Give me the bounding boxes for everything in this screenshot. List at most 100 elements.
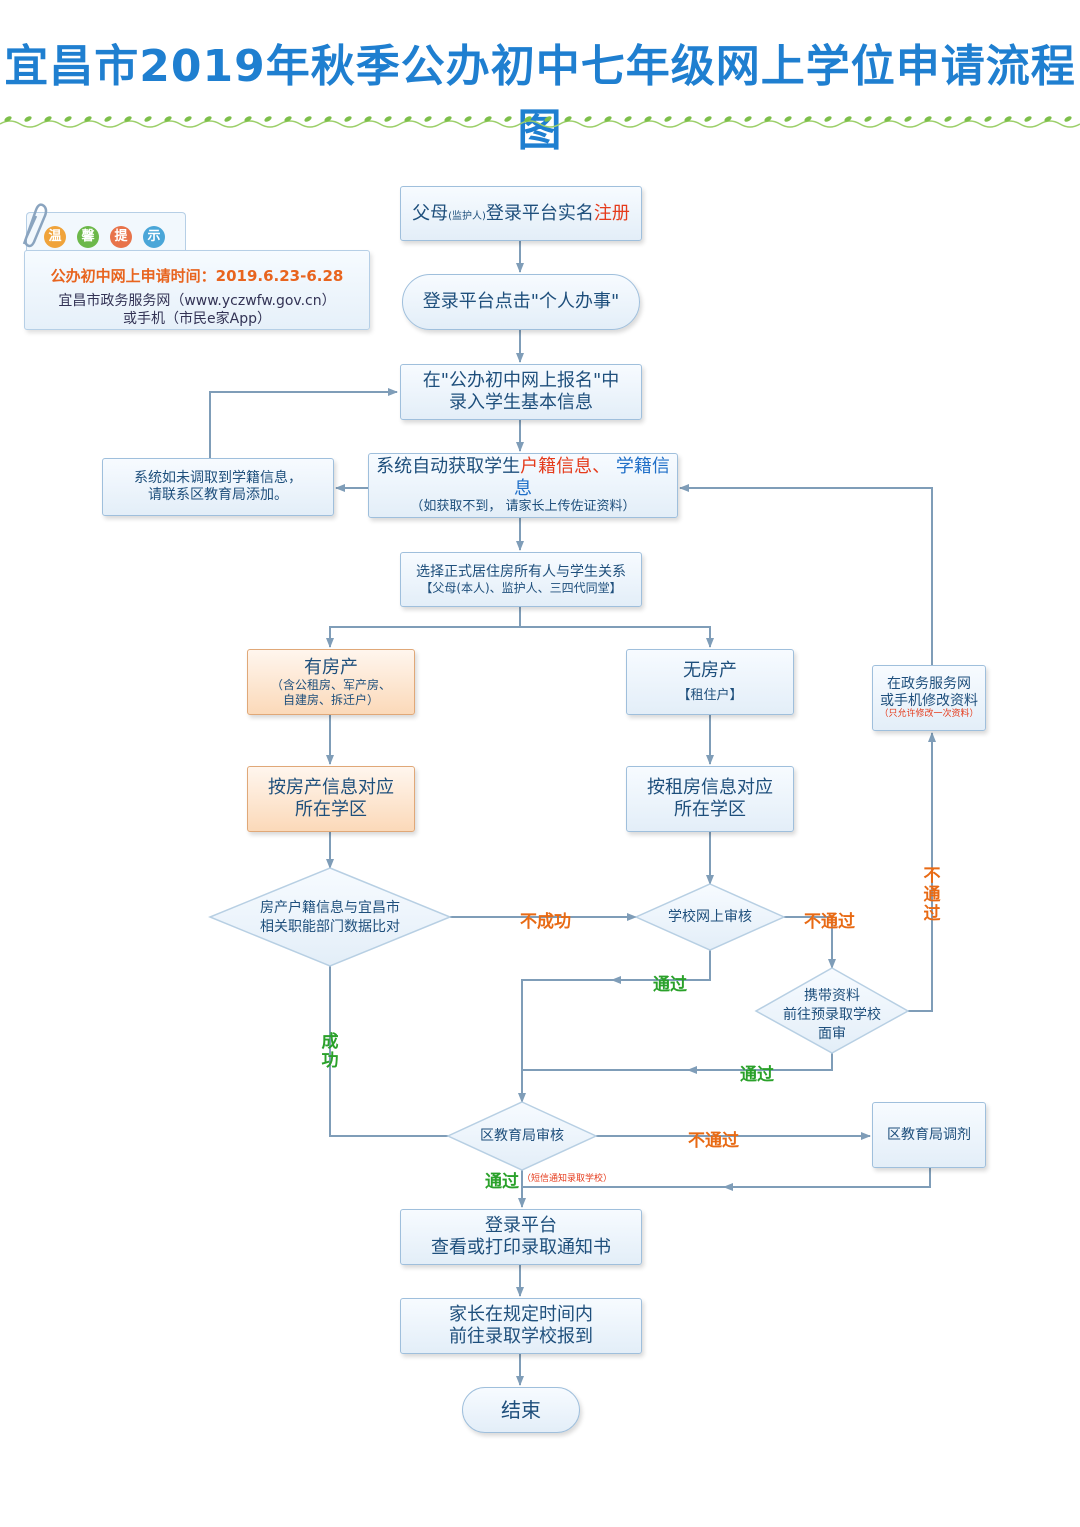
node-notice: 登录平台 查看或打印录取通知书 — [400, 1209, 642, 1265]
vine-leaf — [484, 116, 492, 122]
label-district-not-pass: 不通过 — [688, 1131, 739, 1151]
node-modify: 在政务服务网 或手机修改资料 （只允许修改一次资料） — [872, 665, 986, 731]
node-district-adjust: 区教育局调剂 — [872, 1102, 986, 1168]
edge-contact-enter — [209, 388, 398, 458]
vine-leaf — [164, 116, 172, 122]
label-interview-pass: 通过 — [740, 1065, 774, 1085]
tip-website: 宜昌市政务服务网（www.yczwfw.gov.cn） — [58, 293, 336, 309]
node-by-rent: 按租房信息对应 所在学区 — [626, 766, 794, 832]
vine-leaf — [1004, 116, 1012, 122]
vine-leaf — [544, 116, 552, 122]
vine-leaf — [944, 116, 952, 122]
tip-char-3: 提 — [110, 226, 132, 248]
vine-leaf — [884, 116, 892, 122]
vine-leaf — [1064, 116, 1072, 122]
vine-leaf — [364, 116, 372, 122]
vine-divider — [0, 116, 1080, 128]
node-has-house: 有房产 （含公租房、军产房、 自建房、拆迁户） — [247, 649, 415, 715]
vine-leaf — [4, 116, 12, 122]
diamond-school-review — [634, 883, 786, 951]
vine-leaf — [64, 116, 72, 122]
vine-leaf — [224, 116, 232, 122]
diamond-compare-text: 房产户籍信息与宜昌市 相关职能部门数据比对 — [260, 900, 400, 935]
vine-leaf — [624, 116, 632, 122]
label-interview-not-pass: 不通过 — [923, 866, 941, 924]
vine-leaf — [384, 116, 392, 122]
vine-leaf — [444, 116, 452, 122]
vine-leaf — [704, 116, 712, 122]
tip-char-4: 示 — [143, 226, 165, 248]
tip-char-1: 温 — [44, 226, 66, 248]
vine-leaf — [844, 116, 852, 122]
node-report: 家长在规定时间内 前往录取学校报到 — [400, 1298, 642, 1354]
edge-relation-split — [329, 607, 711, 646]
diamond-interview-text: 携带资料 前往预录取学校 面审 — [783, 988, 881, 1042]
diamond-district-review — [446, 1101, 598, 1171]
tip-time: 公办初中网上申请时间：2019.6.23-6.28 — [50, 267, 344, 285]
vine-leaf — [124, 116, 132, 122]
vine-leaf — [1044, 116, 1052, 122]
vine-leaf — [104, 116, 112, 122]
vine-leaf — [824, 116, 832, 122]
vine-leaf — [84, 116, 92, 122]
node-no-house: 无房产 【租住户】 — [626, 649, 794, 715]
vine-leaf — [924, 116, 932, 122]
vine-leaf — [404, 116, 412, 122]
vine-leaf — [184, 116, 192, 122]
label-school-not-pass: 不通过 — [804, 912, 855, 932]
vine-leaf — [984, 116, 992, 122]
vine-leaf — [344, 116, 352, 122]
vine-leaf — [44, 116, 52, 122]
vine-leaf — [264, 116, 272, 122]
diamond-school-text: 学校网上审核 — [668, 909, 752, 925]
vine-leaf — [244, 116, 252, 122]
vine-leaf — [424, 116, 432, 122]
vine-leaf — [524, 116, 532, 122]
tip-app: 或手机（市民e家App） — [123, 311, 271, 327]
node-register: 父母(监护人)登录平台实名注册 — [400, 186, 642, 241]
edge-adjust-back — [522, 1168, 931, 1188]
vine-leaf — [24, 116, 32, 122]
vine-leaf — [784, 116, 792, 122]
label-success: 成功 — [321, 1032, 339, 1071]
page-title: 宜昌市2019年秋季公办初中七年级网上学位申请流程图 — [4, 41, 1076, 156]
vine-leaf — [1024, 116, 1032, 122]
edge-compare-district — [329, 966, 450, 1137]
vine-leaf — [744, 116, 752, 122]
tip-char-2: 馨 — [77, 226, 99, 248]
vine-leaf — [684, 116, 692, 122]
label-sms: （短信通知录取学校） — [522, 1174, 613, 1184]
vine-leaf — [764, 116, 772, 122]
vine-leaf — [564, 116, 572, 122]
edge-modify-auto — [679, 484, 933, 665]
vine-leaf — [804, 116, 812, 122]
vine-leaf — [144, 116, 152, 122]
vine-leaf — [864, 116, 872, 122]
diamond-district-text: 区教育局审核 — [480, 1128, 564, 1144]
node-relation: 选择正式居住房所有人与学生关系 【父母(本人)、监护人、三四代同堂】 — [400, 552, 642, 607]
diamond-interview — [754, 967, 910, 1054]
vine-leaf — [644, 116, 652, 122]
vine-leaf — [584, 116, 592, 122]
vine-leaf — [724, 116, 732, 122]
node-enter: 在"公办初中网上报名"中 录入学生基本信息 — [400, 364, 642, 420]
vine-leaf — [284, 116, 292, 122]
diamond-compare — [208, 867, 452, 967]
vine-leaf — [904, 116, 912, 122]
node-contact: 系统如未调取到学籍信息， 请联系区教育局添加。 — [102, 458, 334, 516]
tip-card — [24, 250, 370, 330]
vine-leaf — [204, 116, 212, 122]
node-personal: 登录平台点击"个人办事" — [402, 274, 640, 330]
edge-interview-pass — [522, 1053, 833, 1071]
vine-leaf — [464, 116, 472, 122]
node-auto-fetch: 系统自动获取学生户籍信息、 学籍信息 （如获取不到， 请家长上传佐证资料） — [368, 453, 678, 518]
vine-leaf — [304, 116, 312, 122]
vine-leaf — [504, 116, 512, 122]
node-end: 结束 — [462, 1387, 580, 1433]
vine-leaf — [604, 116, 612, 122]
node-by-house: 按房产信息对应 所在学区 — [247, 766, 415, 832]
label-school-pass: 通过 — [653, 975, 687, 995]
edge-interview-modify — [908, 732, 936, 1012]
label-fail: 不成功 — [520, 912, 571, 932]
